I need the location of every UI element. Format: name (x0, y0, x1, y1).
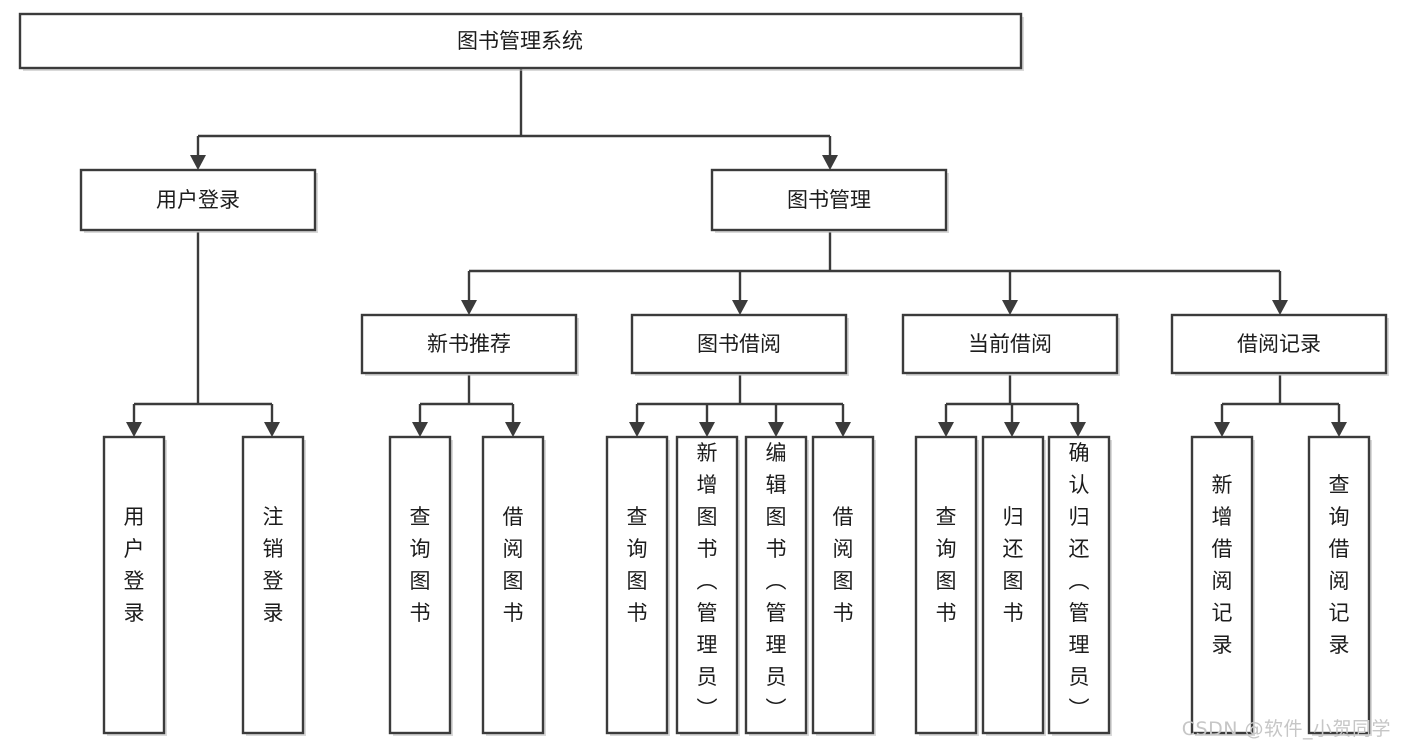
leaf-return-book[interactable]: 归还图书 (981, 435, 1046, 736)
arrow-book-borrow-leaf-4 (835, 422, 851, 437)
node-current-borrow-label: 当前借阅 (968, 332, 1052, 356)
leaf-edit-book-label: 编辑图书︵管理员︶ (766, 441, 787, 721)
leaf-query-book-1-label: 查询图书 (410, 505, 431, 625)
leaf-query-borrow-record[interactable]: 查询借阅记录 (1307, 435, 1372, 736)
node-book-management[interactable]: 图书管理 (710, 168, 949, 233)
node-borrow-record[interactable]: 借阅记录 (1170, 313, 1389, 376)
leaf-query-book-3-label: 查询图书 (936, 505, 957, 625)
node-new-book-recommend[interactable]: 新书推荐 (360, 313, 579, 376)
edge-group-book-borrow-to-leaves (629, 375, 851, 437)
leaf-borrow-book-1-label: 借阅图书 (503, 505, 524, 625)
arrow-book-borrow-leaf-1 (629, 422, 645, 437)
node-current-borrow[interactable]: 当前借阅 (901, 313, 1120, 376)
leaf-add-book[interactable]: 新增图书︵管理员︶ (675, 435, 740, 736)
node-user-login-label: 用户登录 (156, 188, 240, 212)
arrow-to-book-borrow (732, 300, 748, 315)
leaf-user-login-label: 用户登录 (124, 505, 145, 625)
arrow-current-borrow-leaf-3 (1070, 422, 1086, 437)
node-root[interactable]: 图书管理系统 (18, 12, 1024, 71)
edge-group-borrow-record-to-leaves (1214, 375, 1347, 437)
leaf-borrow-book-2-label: 借阅图书 (833, 505, 854, 625)
leaf-query-book-3[interactable]: 查询图书 (914, 435, 979, 736)
node-root-label: 图书管理系统 (457, 29, 583, 53)
arrow-borrow-record-leaf-1 (1214, 422, 1230, 437)
leaf-confirm-return[interactable]: 确认归还︵管理员︶ (1047, 435, 1112, 736)
edge-group-new-book-recommend-to-leaves (412, 375, 521, 437)
leaf-query-book-2-label: 查询图书 (627, 505, 648, 625)
node-book-management-label: 图书管理 (787, 188, 871, 212)
arrow-new-book-leaf-2 (505, 422, 521, 437)
leaf-add-borrow-record-label: 新增借阅记录 (1212, 473, 1233, 657)
leaf-logout-login-label: 注销登录 (263, 505, 284, 625)
node-user-login[interactable]: 用户登录 (79, 168, 318, 233)
edge-group-book-management-to-level3 (461, 232, 1288, 315)
arrow-root-to-user-login (190, 155, 206, 170)
arrow-current-borrow-leaf-2 (1004, 422, 1020, 437)
node-new-book-recommend-label: 新书推荐 (427, 332, 511, 356)
csdn-watermark: CSDN @软件_小贺同学 (1181, 718, 1391, 740)
leaf-logout-login[interactable]: 注销登录 (241, 435, 306, 736)
leaf-add-book-label: 新增图书︵管理员︶ (697, 441, 718, 721)
arrow-borrow-record-leaf-2 (1331, 422, 1347, 437)
arrow-to-borrow-record (1272, 300, 1288, 315)
arrow-to-new-book-recommend (461, 300, 477, 315)
edge-group-root-to-level2 (190, 68, 838, 170)
edge-group-user-login-to-leaves (126, 232, 280, 437)
arrow-book-borrow-leaf-3 (768, 422, 784, 437)
leaf-borrow-book-1[interactable]: 借阅图书 (481, 435, 546, 736)
node-book-borrow[interactable]: 图书借阅 (630, 313, 849, 376)
edge-group-current-borrow-to-leaves (938, 375, 1086, 437)
leaf-add-borrow-record[interactable]: 新增借阅记录 (1190, 435, 1255, 736)
leaf-query-book-2[interactable]: 查询图书 (605, 435, 670, 736)
arrow-to-current-borrow (1002, 300, 1018, 315)
leaf-user-login[interactable]: 用户登录 (102, 435, 167, 736)
arrow-book-borrow-leaf-2 (699, 422, 715, 437)
node-borrow-record-label: 借阅记录 (1237, 332, 1321, 356)
arrow-new-book-leaf-1 (412, 422, 428, 437)
arrow-root-to-book-management (822, 155, 838, 170)
arrow-user-login-leaf-1 (126, 422, 142, 437)
arrow-current-borrow-leaf-1 (938, 422, 954, 437)
node-book-borrow-label: 图书借阅 (697, 332, 781, 356)
leaf-return-book-label: 归还图书 (1003, 505, 1024, 625)
leaf-confirm-return-label: 确认归还︵管理员︶ (1069, 441, 1090, 721)
leaf-query-book-1[interactable]: 查询图书 (388, 435, 453, 736)
leaf-borrow-book-2[interactable]: 借阅图书 (811, 435, 876, 736)
arrow-user-login-leaf-2 (264, 422, 280, 437)
leaf-query-borrow-record-label: 查询借阅记录 (1329, 473, 1350, 657)
leaf-edit-book[interactable]: 编辑图书︵管理员︶ (744, 435, 809, 736)
